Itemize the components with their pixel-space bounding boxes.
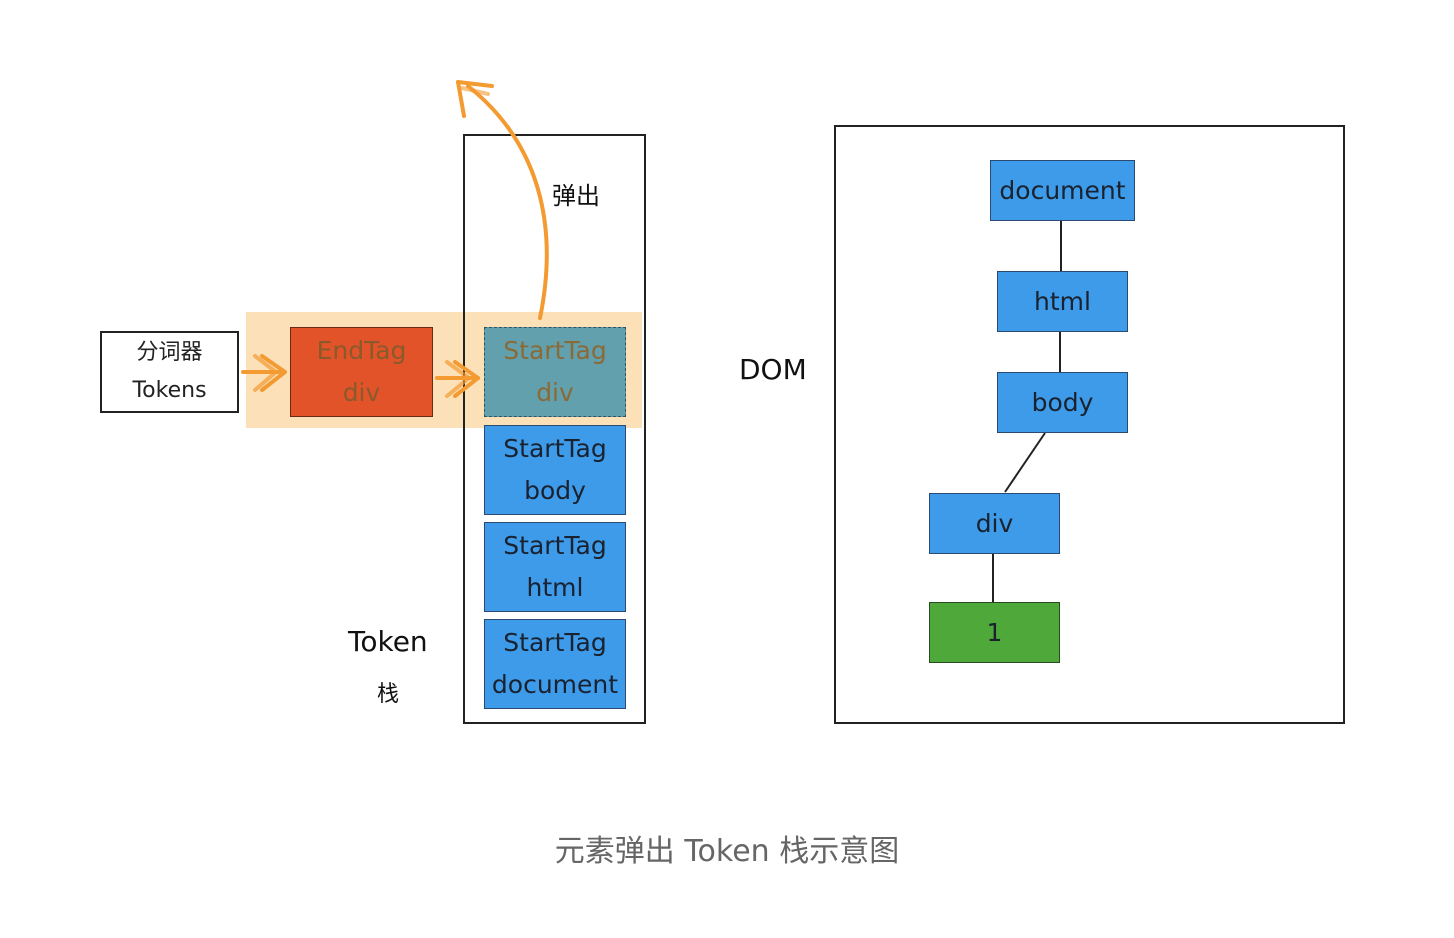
dom-node-label: 1 [986, 618, 1003, 647]
dom-node-div: div [929, 493, 1060, 554]
dom-node-label: html [1034, 287, 1091, 316]
pop-label: 弹出 [552, 182, 600, 210]
tokenizer-box: 分词器 Tokens [100, 331, 239, 413]
caption-text: 元素弹出 Token 栈示意图 [554, 834, 900, 869]
stack-item-label: StartTag [503, 336, 607, 365]
token-stack-container [463, 134, 646, 724]
stack-item-element: div [536, 378, 574, 407]
stack-item-label: StartTag [503, 531, 607, 560]
dom-tree-edges [992, 221, 1062, 602]
stack-item-label: StartTag [503, 434, 607, 463]
stack-item-body: StartTag body [484, 425, 626, 515]
stack-item-element: html [526, 573, 584, 602]
stack-item-document: StartTag document [484, 619, 626, 709]
dom-tree-container [834, 125, 1345, 724]
end-tag-label: EndTag [316, 336, 407, 365]
pop-arrow-icon [456, 80, 549, 320]
stack-item-element: body [524, 476, 586, 505]
dom-node-body: body [997, 372, 1128, 433]
dom-label: DOM [739, 353, 807, 386]
dom-node-label: div [975, 509, 1014, 538]
stack-item-label: StartTag [503, 628, 607, 657]
figure-caption: 元素弹出 Token 栈示意图 [0, 826, 1454, 870]
tokenizer-tokens-label: Tokens [132, 378, 207, 403]
dom-node-document: document [990, 160, 1135, 221]
end-tag-element: div [342, 378, 381, 407]
dom-node-text: 1 [929, 602, 1060, 663]
stack-item-html: StartTag html [484, 522, 626, 612]
stack-item-popped: StartTag div [484, 327, 626, 417]
arrow-right-icon [435, 360, 480, 398]
token-stack-title: Token [348, 625, 428, 658]
dom-node-label: document [999, 176, 1126, 205]
stack-item-element: document [491, 670, 619, 699]
token-stack-subtitle: 栈 [377, 682, 400, 707]
dom-node-label: body [1031, 388, 1094, 417]
dom-node-html: html [997, 271, 1128, 332]
arrow-right-icon [241, 354, 287, 392]
end-tag-token: EndTag div [290, 327, 433, 417]
tokenizer-label: 分词器 [136, 340, 203, 365]
